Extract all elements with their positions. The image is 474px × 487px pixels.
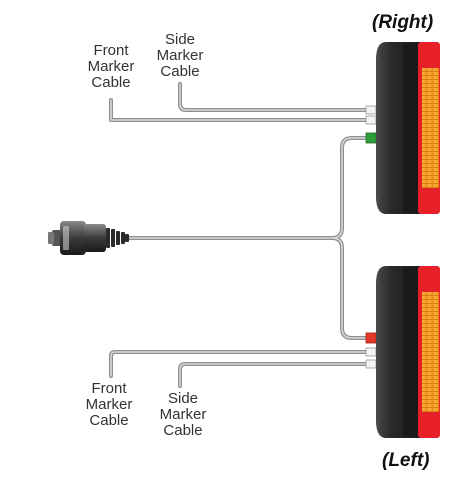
svg-text:Marker: Marker [86, 396, 133, 413]
svg-text:Marker: Marker [88, 58, 135, 75]
svg-text:Front: Front [93, 42, 129, 59]
left-side-marker-connector [365, 359, 377, 369]
svg-text:Front: Front [91, 380, 127, 397]
svg-text:Cable: Cable [91, 74, 130, 91]
svg-text:Marker: Marker [157, 47, 204, 64]
left-front-marker-connector [365, 347, 377, 357]
trailer-plug [48, 221, 129, 255]
right-feed-cable [126, 136, 370, 240]
svg-text:Cable: Cable [163, 422, 202, 439]
left-lamp [365, 266, 440, 438]
right-front-marker-connector [365, 115, 377, 125]
right-side-marker-label: Side Marker Cable [157, 31, 204, 80]
right-lamp-title: (Right) [372, 12, 433, 33]
left-side-marker-cable [178, 362, 370, 388]
left-lamp-title: (Left) [382, 450, 429, 471]
right-side-marker-connector [365, 105, 377, 115]
left-side-marker-label: Side Marker Cable [160, 390, 207, 439]
svg-text:Cable: Cable [89, 412, 128, 429]
left-red-connector [365, 332, 377, 344]
left-front-marker-label: Front Marker Cable [86, 380, 133, 429]
svg-text:Cable: Cable [160, 63, 199, 80]
right-side-marker-cable [178, 82, 370, 112]
right-lamp [365, 42, 440, 214]
svg-text:Side: Side [168, 390, 198, 407]
svg-text:Side: Side [165, 31, 195, 48]
right-green-connector [365, 132, 377, 144]
cable-harness [109, 82, 370, 388]
svg-text:Marker: Marker [160, 406, 207, 423]
left-feed-cable [330, 236, 370, 340]
right-front-marker-label: Front Marker Cable [88, 42, 135, 91]
